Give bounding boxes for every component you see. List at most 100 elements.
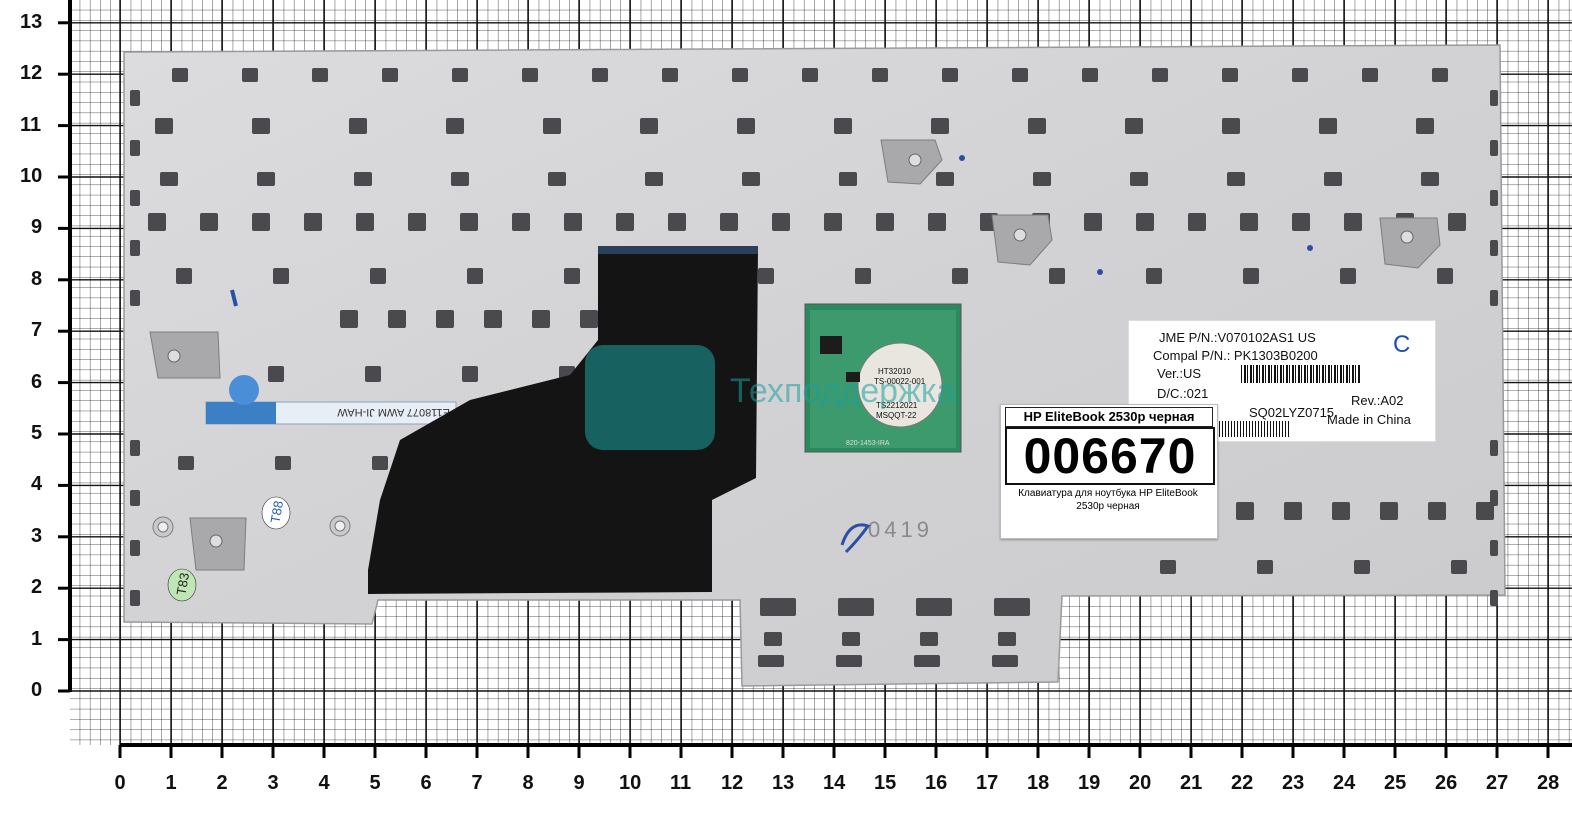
y-axis-label: 12 [20, 62, 43, 85]
key-cutout [1490, 590, 1498, 606]
key-cutout [616, 213, 634, 231]
key-cutout [382, 68, 398, 82]
key-cutout [992, 655, 1018, 667]
key-cutout [936, 172, 954, 186]
key-cutout [356, 213, 374, 231]
label-line-5: SQ02LYZ0715 [1249, 405, 1335, 420]
x-axis-label: 1 [165, 772, 177, 794]
x-axis-label: 26 [1435, 772, 1458, 794]
key-cutout [1354, 560, 1370, 574]
key-cutout [532, 310, 550, 328]
key-cutout [920, 632, 938, 646]
key-cutout [580, 310, 598, 328]
key-cutout [1490, 90, 1498, 106]
key-cutout [720, 213, 738, 231]
key-cutout [1236, 502, 1254, 520]
axes [68, 0, 1572, 747]
key-cutout [1490, 290, 1498, 306]
key-cutout [1319, 118, 1337, 134]
key-cutout [942, 68, 958, 82]
x-axis-label: 7 [471, 772, 483, 794]
key-cutout [372, 456, 388, 470]
key-cutout [257, 172, 275, 186]
key-cutout [732, 68, 748, 82]
pcb-label-4: MSQQT-22 [876, 411, 917, 420]
x-axis-label: 24 [1333, 772, 1356, 794]
x-axis-label: 18 [1027, 772, 1050, 794]
y-axis-label: 1 [31, 627, 43, 650]
key-cutout [662, 68, 678, 82]
watermark: Техподдержка [585, 345, 955, 450]
key-cutout [130, 290, 140, 306]
key-cutout [737, 118, 755, 134]
key-cutout [838, 598, 874, 616]
stamp-t88 [261, 496, 291, 530]
main-ribbon-cable [368, 248, 758, 594]
x-axis-label: 22 [1231, 772, 1254, 794]
key-cutout [467, 268, 483, 284]
key-cutout [1380, 502, 1398, 520]
key-cutout [1028, 118, 1046, 134]
ribbon-connector-edge [598, 246, 758, 254]
x-axis-label: 12 [721, 772, 744, 794]
key-cutout [408, 213, 426, 231]
key-cutout [1416, 118, 1434, 134]
key-cutout [1222, 68, 1238, 82]
key-cutout [1324, 172, 1342, 186]
key-cutout [1421, 172, 1439, 186]
key-cutouts [130, 68, 1498, 667]
key-cutout [160, 172, 178, 186]
trackpoint-pcb: HT32010 TS-00022-001 TS2212021 MSQQT-22 … [804, 303, 962, 453]
key-cutout [1490, 140, 1498, 156]
x-axis-label: 4 [318, 772, 330, 794]
key-cutout [176, 268, 192, 284]
key-cutout [1222, 118, 1240, 134]
key-cutout [1448, 213, 1466, 231]
key-cutout [928, 213, 946, 231]
key-cutout [839, 172, 857, 186]
y-axis-label: 6 [31, 370, 43, 393]
key-cutout [564, 213, 582, 231]
axis-ticks [58, 21, 1550, 758]
x-axis-label: 15 [874, 772, 897, 794]
key-cutout [512, 213, 530, 231]
key-cutout [1332, 502, 1350, 520]
key-cutout [130, 590, 140, 606]
key-cutout [1160, 560, 1176, 574]
x-axis-label: 16 [925, 772, 948, 794]
key-cutout [1490, 490, 1498, 506]
store-sticker-title: HP EliteBook 2530p черная [1005, 407, 1213, 427]
key-cutout [370, 268, 386, 284]
key-cutout [543, 118, 561, 134]
bracket [149, 331, 221, 379]
key-cutout [742, 172, 760, 186]
y-axis-label: 10 [20, 165, 43, 187]
handwritten-mark: C [1393, 331, 1411, 358]
pcb-label-5: 820-1453-IRA [846, 440, 890, 447]
barcode-1 [1241, 365, 1361, 383]
y-axis-label: 8 [31, 267, 43, 290]
key-cutout [130, 190, 140, 206]
key-cutout [1049, 268, 1065, 284]
store-sticker: HP EliteBook 2530p черная 006670 Клавиат… [1000, 404, 1218, 539]
key-cutout [252, 213, 270, 231]
key-cutout [130, 90, 140, 106]
label-line-3: Ver.:US [1157, 366, 1202, 381]
key-cutout [1476, 502, 1494, 520]
x-axis-label: 21 [1180, 772, 1203, 794]
stamp-t88-text: T88 [267, 500, 286, 525]
key-cutout [1012, 68, 1028, 82]
key-cutout [1257, 560, 1273, 574]
key-cutout [1437, 268, 1453, 284]
x-axis-label: 25 [1384, 772, 1407, 794]
key-cutout [931, 118, 949, 134]
key-cutout [1240, 213, 1258, 231]
x-axis-label: 28 [1537, 772, 1560, 794]
key-cutout [522, 68, 538, 82]
x-axis-label: 5 [369, 772, 381, 794]
key-cutout [760, 598, 796, 616]
ribbon-text: E118077 AWM JI-HAW [337, 406, 450, 418]
key-cutout [484, 310, 502, 328]
key-cutout [242, 68, 258, 82]
x-axis-label: 2 [216, 772, 228, 794]
